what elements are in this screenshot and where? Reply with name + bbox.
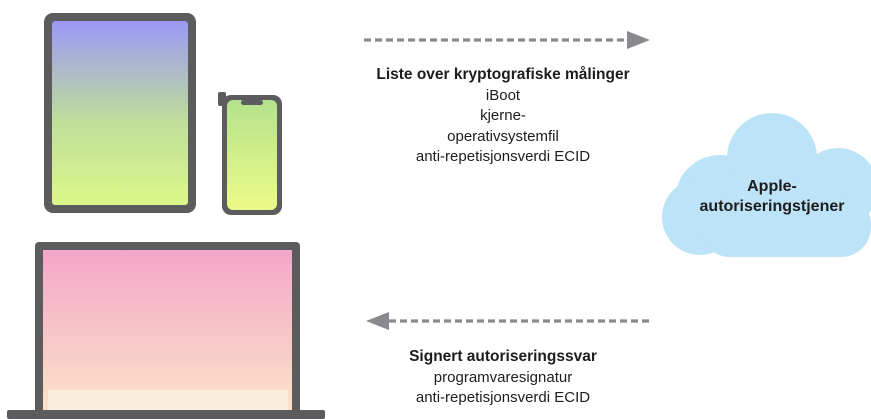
laptop-icon [7, 242, 325, 419]
response-text-block: Signert autoriseringssvar programvaresig… [338, 347, 668, 409]
response-title: Signert autoriseringssvar [409, 348, 597, 365]
request-line-osfile: operativsystemfil [447, 127, 559, 145]
response-line-signature: programvaresignatur [433, 368, 573, 386]
response-arrow [366, 312, 652, 330]
request-title: Liste over kryptografiske målinger [376, 66, 630, 83]
request-line-kernel: kjerne- [480, 107, 526, 124]
request-line-ecid: anti-repetisjonsverdi ECID [415, 148, 591, 165]
request-text-block: Liste over kryptografiske målinger iBoot… [318, 65, 688, 168]
request-arrow [364, 31, 650, 49]
service-label: Apple- autoriseringstjener [673, 177, 871, 217]
cloud-icon [662, 113, 871, 257]
response-line-ecid: anti-repetisjonsverdi ECID [415, 389, 591, 406]
tablet-icon [44, 13, 196, 213]
service-label-line1: Apple- [747, 178, 797, 195]
phone-icon [218, 92, 282, 215]
request-line-iboot: iBoot [485, 86, 521, 104]
service-label-line2: autoriseringstjener [699, 198, 845, 215]
